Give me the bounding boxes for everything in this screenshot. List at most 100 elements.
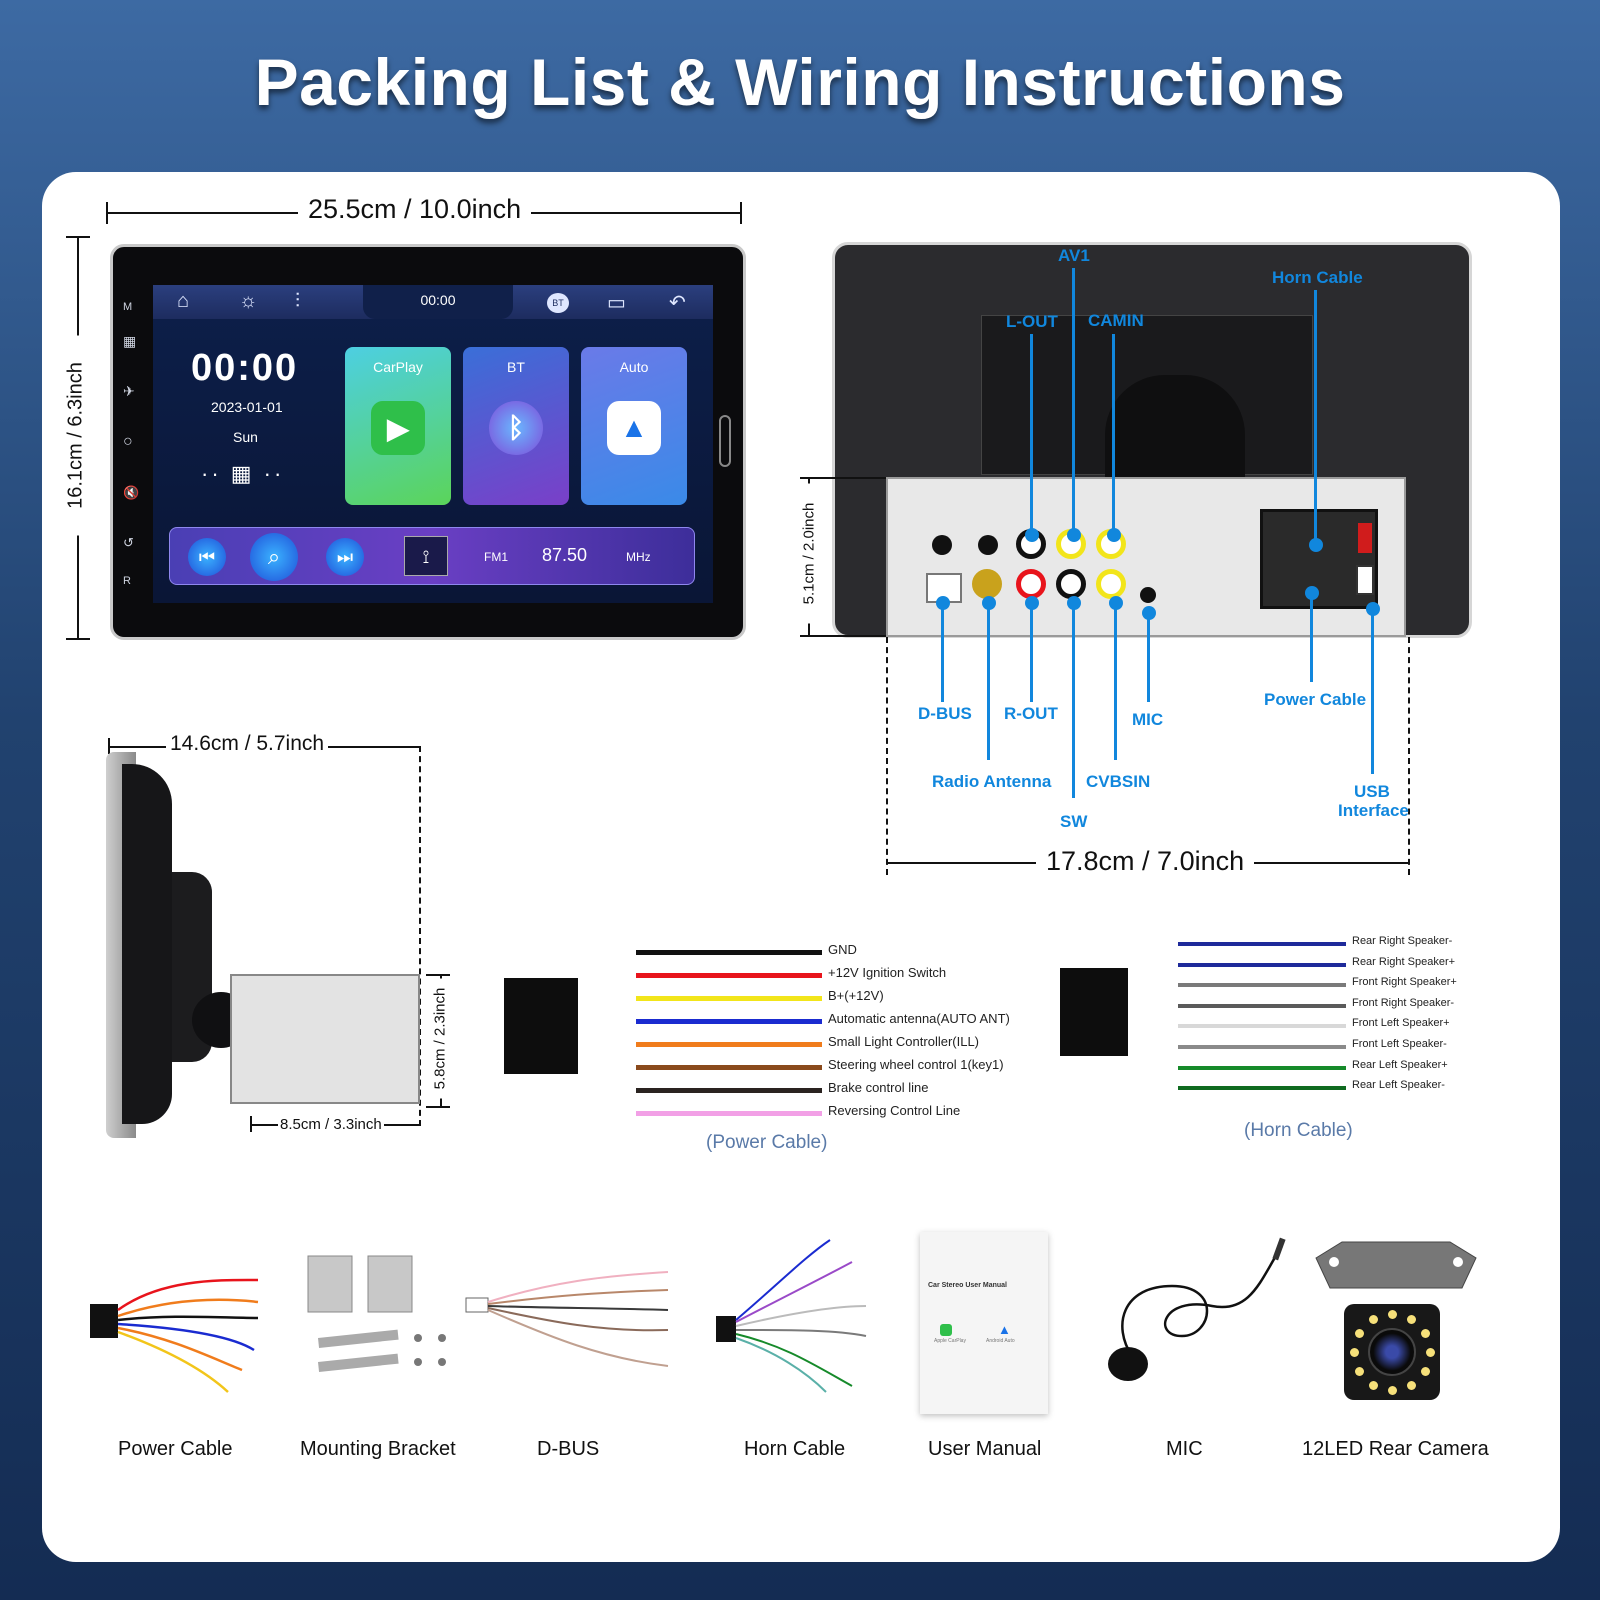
callout-dot	[1107, 528, 1121, 542]
fuse	[1358, 523, 1372, 553]
power-wire-line	[636, 1019, 822, 1024]
horn-wire-label: Rear Right Speaker-	[1352, 935, 1453, 947]
home-icon[interactable]: ⌂	[177, 290, 190, 312]
user-manual-image: Car Stereo User Manual Apple CarPlay ▲ A…	[920, 1232, 1048, 1414]
nav-side-icon[interactable]: ✈	[123, 383, 135, 399]
side-bracket-label: 8.5cm / 3.3inch	[278, 1116, 384, 1133]
side-view-chassis	[230, 974, 420, 1104]
callout-dot	[936, 596, 950, 610]
media-bar: ⏮ ⌕ ⏭ ⟟ FM1 87.50 MHz	[169, 527, 695, 585]
horn-wire-label: Rear Left Speaker-	[1352, 1079, 1445, 1092]
camera-lens	[1368, 1328, 1416, 1376]
horn-wire-line	[1178, 1024, 1346, 1029]
horn-wire-label: Front Left Speaker-	[1352, 1038, 1447, 1050]
antenna-icon: ⟟	[404, 536, 448, 576]
android-auto-icon: ▲	[607, 401, 661, 455]
power-cable-callout: Power Cable	[1264, 690, 1367, 709]
mic-callout: MIC	[1132, 710, 1164, 729]
rear-mount-arm	[1105, 375, 1245, 485]
sw-callout: SW	[1060, 812, 1088, 831]
frequency-unit: MHz	[626, 550, 651, 564]
r-out-port	[1016, 569, 1046, 599]
radio-antenna-callout: Radio Antenna	[932, 772, 1052, 791]
pack-label-horn-cable: Horn Cable	[744, 1438, 846, 1460]
front-width-label: 25.5cm / 10.0inch	[298, 194, 532, 225]
bluetooth-icon[interactable]: BT	[547, 293, 569, 313]
dim-tick	[426, 974, 450, 976]
mic-port	[1140, 587, 1156, 603]
carplay-card[interactable]: CarPlay ▶	[345, 347, 451, 505]
apps-grid-icon[interactable]: ·· ▦ ··	[201, 461, 285, 486]
mute-side-icon[interactable]: 🔇	[123, 485, 140, 500]
callout-dot	[1309, 538, 1323, 552]
horn-wire-label: Front Right Speaker+	[1352, 976, 1457, 989]
back-side-icon[interactable]: ↺	[123, 535, 134, 550]
power-wire-label: Steering wheel control 1(key1)	[828, 1057, 1004, 1072]
power-wire-label: Reversing Control Line	[828, 1103, 961, 1118]
port-hole	[978, 535, 998, 555]
led-icon	[1420, 1367, 1430, 1376]
horn-plug-icon	[1060, 968, 1128, 1056]
big-clock: 00:00	[191, 347, 299, 389]
horn-wire-line	[1178, 1065, 1346, 1070]
callout-dot	[1109, 596, 1123, 610]
led-icon	[1407, 1380, 1416, 1390]
mic-head	[1108, 1347, 1148, 1381]
led-icon	[1350, 1348, 1359, 1357]
power-wire-line	[636, 1088, 822, 1093]
auto-card[interactable]: Auto ▲	[581, 347, 687, 505]
horn-wire-label: Rear Left Speaker+	[1352, 1058, 1448, 1071]
pack-label-user-manual: User Manual	[928, 1438, 1042, 1460]
search-icon[interactable]: ⌕	[250, 533, 298, 581]
prev-icon[interactable]: ⏮	[188, 538, 226, 576]
brightness-icon[interactable]: ☼	[239, 290, 258, 312]
bluetooth-app-icon: ᛒ	[489, 401, 543, 455]
dim-tick	[800, 635, 886, 637]
led-icon	[1355, 1367, 1365, 1376]
d-bus-callout: D-BUS	[918, 704, 972, 723]
l-out-callout: L-OUT	[1006, 312, 1058, 331]
power-wire-line	[636, 1042, 822, 1047]
callout-dot	[1142, 606, 1156, 620]
bt-label: BT	[507, 359, 525, 375]
rear-width-label: 17.8cm / 7.0inch	[1036, 846, 1255, 877]
screen-icon[interactable]: ▭	[607, 292, 626, 314]
head-unit-rear	[832, 242, 1472, 638]
horn-wire-line	[1178, 1045, 1346, 1049]
top-bar: ⌂ ☼ ⫶ 00:00 BT ▭ ↶	[153, 285, 713, 319]
port-hole	[932, 535, 952, 555]
day: Sun	[233, 429, 258, 445]
mic-image	[1121, 1237, 1286, 1357]
power-wire-line	[636, 1111, 822, 1116]
power-cable-caption: (Power Cable)	[706, 1132, 828, 1153]
callout-line	[1030, 334, 1033, 534]
callout-line	[987, 602, 990, 760]
bt-card[interactable]: BT ᛒ	[463, 347, 569, 505]
power-wire-label: Brake control line	[828, 1080, 929, 1095]
equalizer-icon[interactable]: ⫶	[295, 290, 300, 312]
pack-label-dbus: D-BUS	[537, 1438, 600, 1460]
usb-callout-1: USB	[1354, 782, 1390, 801]
callout-dot	[1025, 528, 1039, 542]
callout-dot	[1025, 596, 1039, 610]
page-title: Packing List & Wiring Instructions	[254, 45, 1346, 119]
rear-camera-image	[1344, 1304, 1440, 1400]
led-icon	[1388, 1386, 1397, 1395]
apps-side-icon[interactable]: ▦	[123, 333, 137, 349]
back-arrow-icon[interactable]: ↶	[669, 292, 686, 314]
usb-port	[1356, 565, 1374, 595]
auto-label: Auto	[619, 359, 649, 375]
led-icon	[1420, 1329, 1430, 1338]
av1-callout: AV1	[1058, 246, 1090, 265]
horn-cable-caption: (Horn Cable)	[1244, 1120, 1353, 1141]
dim-tick	[426, 1106, 450, 1108]
usb-callout-2: Interface	[1338, 801, 1409, 820]
next-icon[interactable]: ⏭	[326, 538, 364, 576]
power-wire-label: +12V Ignition Switch	[828, 965, 947, 980]
home-side-icon[interactable]: ○	[123, 433, 133, 450]
callout-dot	[1305, 586, 1319, 600]
callout-line	[1310, 592, 1313, 682]
power-wire-line	[636, 950, 822, 955]
antenna-port	[972, 569, 1002, 599]
callout-dot	[982, 596, 996, 610]
